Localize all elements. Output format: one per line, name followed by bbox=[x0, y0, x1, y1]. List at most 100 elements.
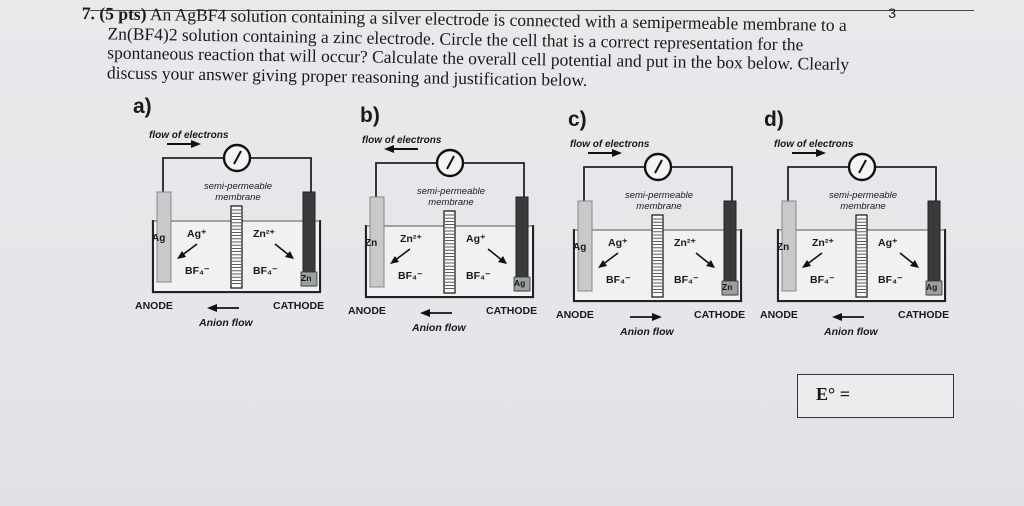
left-cation-label: Ag⁺ bbox=[608, 237, 628, 249]
anion-flow-arrow bbox=[630, 313, 662, 321]
membrane-label-line-2: membrane bbox=[840, 201, 886, 212]
question-text: 7. (5 pts) An AgBF4 solution containing … bbox=[81, 3, 962, 96]
cell-potential-answer-box[interactable]: E° = bbox=[797, 374, 954, 418]
semipermeable-membrane bbox=[651, 214, 664, 298]
cathode-label: CATHODE bbox=[486, 305, 538, 317]
electron-flow-arrow bbox=[792, 149, 826, 157]
semipermeable-membrane bbox=[855, 214, 868, 298]
right-cation-label: Ag⁺ bbox=[466, 233, 486, 245]
right-cation-arrow bbox=[487, 248, 507, 264]
left-electrode-label: Zn bbox=[365, 238, 378, 249]
cell-diagram bbox=[151, 140, 322, 312]
electron-flow-arrow bbox=[384, 145, 418, 153]
right-cation-label: Zn²⁺ bbox=[253, 228, 275, 240]
option-b-label[interactable]: b) bbox=[360, 104, 380, 127]
left-anion-label: BF₄⁻ bbox=[185, 265, 210, 277]
electron-flow-label: flow of electrons bbox=[362, 135, 442, 146]
right-cation-label: Zn²⁺ bbox=[674, 237, 696, 249]
membrane-label-line-1: semi-permeable bbox=[416, 186, 486, 197]
cathode-label: CATHODE bbox=[898, 309, 950, 321]
cathode-label: CATHODE bbox=[694, 309, 746, 321]
left-cation-arrow bbox=[177, 243, 198, 259]
anion-flow-label: Anion flow bbox=[620, 326, 674, 338]
right-anion-label: BF₄⁻ bbox=[674, 274, 699, 286]
right-electrode-tag bbox=[513, 276, 531, 292]
right-cation-label: Ag⁺ bbox=[878, 237, 898, 249]
electron-flow-label: flow of electrons bbox=[570, 139, 650, 150]
left-cation-arrow bbox=[802, 252, 823, 268]
right-anion-label: BF₄⁻ bbox=[253, 265, 278, 277]
left-anion-label: BF₄⁻ bbox=[398, 270, 423, 282]
right-cation-arrow bbox=[899, 252, 919, 268]
anode-label: ANODE bbox=[760, 309, 798, 321]
right-anion-label: BF₄⁻ bbox=[878, 274, 903, 286]
cell-diagram bbox=[572, 149, 743, 321]
semipermeable-membrane bbox=[443, 210, 456, 294]
electron-flow-label: flow of electrons bbox=[149, 130, 229, 141]
membrane-label-line-1: semi-permeable bbox=[828, 190, 898, 201]
left-cation-label: Zn²⁺ bbox=[400, 233, 422, 245]
electron-flow-label: flow of electrons bbox=[774, 139, 854, 150]
anion-flow-label: Anion flow bbox=[412, 322, 466, 334]
anode-label: ANODE bbox=[348, 305, 386, 317]
anode-label: ANODE bbox=[135, 300, 173, 312]
cell-diagram bbox=[776, 149, 947, 321]
membrane-label-line-2: membrane bbox=[428, 197, 474, 208]
right-electrode-label: Ag bbox=[926, 282, 938, 292]
left-anion-label: BF₄⁻ bbox=[810, 274, 835, 286]
semipermeable-membrane bbox=[230, 205, 243, 289]
left-electrode-label: Zn bbox=[777, 242, 790, 253]
right-anion-label: BF₄⁻ bbox=[466, 270, 491, 282]
right-electrode-tag bbox=[925, 280, 943, 296]
right-cation-arrow bbox=[695, 252, 715, 268]
anode-label: ANODE bbox=[556, 309, 594, 321]
membrane-label-line-1: semi-permeable bbox=[624, 190, 694, 201]
right-electrode-label: Zn bbox=[301, 273, 312, 283]
left-electrode bbox=[369, 196, 385, 288]
option-a-label[interactable]: a) bbox=[133, 95, 152, 118]
left-cation-label: Ag⁺ bbox=[187, 228, 207, 240]
option-d-label[interactable]: d) bbox=[764, 108, 784, 131]
membrane-label-line-2: membrane bbox=[215, 192, 261, 203]
voltmeter-needle bbox=[654, 159, 663, 174]
left-electrode bbox=[577, 200, 593, 292]
beaker bbox=[151, 220, 322, 294]
voltmeter-needle bbox=[446, 155, 455, 170]
cell-diagram bbox=[364, 145, 535, 317]
left-cation-arrow bbox=[598, 252, 619, 268]
voltmeter-needle bbox=[233, 150, 242, 165]
right-electrode-tag bbox=[721, 280, 739, 296]
left-electrode-label: Ag bbox=[152, 233, 166, 244]
voltmeter-needle bbox=[858, 159, 867, 174]
right-electrode-tag bbox=[300, 271, 318, 287]
right-cation-arrow bbox=[274, 243, 294, 259]
anion-flow-arrow bbox=[832, 313, 864, 321]
corner-mark: 3 bbox=[888, 5, 896, 21]
anion-flow-arrow bbox=[420, 309, 452, 317]
beaker bbox=[364, 225, 535, 299]
left-cation-label: Zn²⁺ bbox=[812, 237, 834, 249]
membrane-label-line-1: semi-permeable bbox=[203, 181, 273, 192]
membrane-label-line-2: membrane bbox=[636, 201, 682, 212]
cell-potential-label: E° = bbox=[816, 384, 850, 404]
anion-flow-label: Anion flow bbox=[824, 326, 878, 338]
left-cation-arrow bbox=[390, 248, 411, 264]
left-electrode bbox=[156, 191, 172, 283]
left-anion-label: BF₄⁻ bbox=[606, 274, 631, 286]
electron-flow-arrow bbox=[588, 149, 622, 157]
right-electrode-label: Zn bbox=[722, 282, 733, 292]
cathode-label: CATHODE bbox=[273, 300, 325, 312]
beaker bbox=[572, 229, 743, 303]
top-rule: 3 bbox=[90, 5, 974, 21]
left-electrode bbox=[781, 200, 797, 292]
anion-flow-arrow bbox=[207, 304, 239, 312]
beaker bbox=[776, 229, 947, 303]
electron-flow-arrow bbox=[167, 140, 201, 148]
option-c-label[interactable]: c) bbox=[568, 108, 587, 131]
question-number: 7. bbox=[81, 3, 96, 24]
